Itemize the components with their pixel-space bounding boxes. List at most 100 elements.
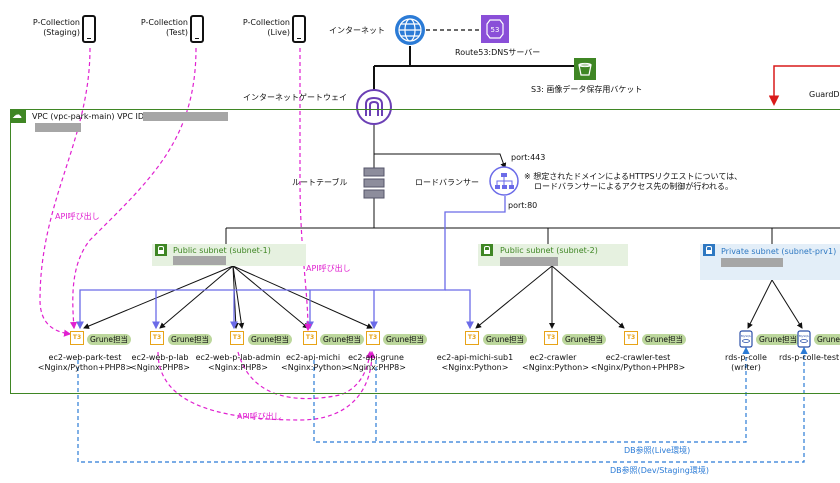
route-table-icon: [363, 167, 385, 199]
ec2-chip-icon: T3: [624, 331, 638, 345]
ec2-name: ec2-api-michi: [285, 353, 341, 362]
ec2-stack: <Nginx:PHP8>: [130, 363, 190, 372]
client-name: P-Collection: [242, 18, 290, 27]
grune-badge: Grune担当: [562, 334, 607, 345]
grune-badge: Grune担当: [248, 334, 293, 345]
client-name: P-Collection: [140, 18, 188, 27]
client-name: P-Collection: [32, 18, 80, 27]
client-live-label: P-Collection (Live): [238, 18, 290, 38]
subnet2-id-redacted: [500, 257, 558, 266]
port443-label: port:443: [511, 153, 546, 162]
rds-name: rds-p-colle: [725, 353, 767, 362]
subnet1-id-redacted: [173, 256, 226, 265]
lock-icon: [155, 244, 167, 256]
globe-icon: [395, 15, 425, 45]
ec2-chip-icon: T3: [366, 331, 380, 345]
guard-label: GuardD: [809, 90, 840, 99]
vpc-id-redacted: [143, 112, 228, 121]
igw-label: インターネットゲートウェイ: [243, 93, 347, 102]
ec2-stack: <Nginx/Python+PHP8>: [37, 363, 133, 372]
s3-label: S3: 画像データ保存用バケット: [531, 85, 643, 94]
ec2-name: ec2-crawler: [529, 353, 577, 362]
ec2-name: ec2-api-grune: [348, 353, 404, 362]
client-env: (Live): [267, 28, 290, 37]
ec2-label: ec2-crawler <Nginx:Python>: [522, 353, 589, 373]
lb-label: ロードバランサー: [415, 178, 479, 187]
ec2-label: ec2-crawler-test <Nginx/Python+PHP8>: [588, 353, 688, 373]
rds-sub: (writer): [731, 363, 761, 372]
rds-label: rds-p-colle-test: [779, 353, 839, 363]
rds-icon-text: MySQL: [799, 334, 810, 338]
ec2-name: ec2-web-park-test: [48, 353, 122, 362]
vpc-id-redacted-2: [35, 123, 81, 132]
ec2-label: ec2-api-michi <Nginx:Python>: [281, 353, 348, 373]
api-call-label: API呼び出し: [237, 412, 282, 421]
ec2-label: ec2-api-michi-sub1 <Nginx:Python>: [434, 353, 516, 373]
ec2-name: ec2-web-p-lab-admin: [195, 353, 281, 362]
ec2-name: ec2-web-p-lab: [131, 353, 189, 362]
internet-gateway-icon: [356, 89, 392, 125]
lock-icon: [703, 244, 715, 256]
ec2-stack: <Nginx:PHP8>: [208, 363, 268, 372]
phone-icon: [82, 15, 96, 43]
rds-icon-text: MySQL: [741, 334, 752, 338]
subnet2-label: Public subnet (subnet-2): [500, 246, 598, 255]
ec2-chip-icon: T3: [303, 331, 317, 345]
grune-badge: Grune担当: [483, 334, 528, 345]
ec2-chip-icon: T3: [70, 331, 84, 345]
ec2-chip-icon: T3: [230, 331, 244, 345]
guard-link: [768, 65, 840, 106]
phone-icon: [190, 15, 204, 43]
ec2-name: ec2-api-michi-sub1: [436, 353, 514, 362]
vpc-cloud-icon: [10, 109, 26, 123]
ec2-label: ec2-api-grune <Nginx:PHP8>: [346, 353, 406, 373]
client-test-label: P-Collection (Test): [136, 18, 188, 38]
db-reference-lines: [77, 346, 808, 463]
api-call-label: API呼び出し: [306, 264, 351, 273]
subnet3-id-redacted: [721, 258, 783, 267]
subnet3-fanout: [747, 279, 803, 329]
port80-label: port:80: [508, 201, 538, 210]
db-dev-label: DB参照(Dev/Staging環境): [610, 466, 709, 475]
igw-to-lb-line: [374, 153, 507, 169]
ec2-stack: <Nginx:PHP8>: [346, 363, 406, 372]
grune-badge: Grune担当: [87, 334, 132, 345]
grune-badge: Grune担当: [320, 334, 365, 345]
ec2-stack: <Nginx:Python>: [281, 363, 348, 372]
ec2-stack: <Nginx/Python+PHP8>: [590, 363, 686, 372]
client-env: (Staging): [43, 28, 80, 37]
client-staging-label: P-Collection (Staging): [28, 18, 80, 38]
lb-note-line1: ※ 想定されたドメインによるHTTPSリクエストについては、: [524, 172, 743, 181]
grune-badge: Grune担当: [642, 334, 687, 345]
grune-badge: Grune担当: [383, 334, 428, 345]
s3-bucket-icon: [574, 58, 596, 80]
subnet1-fanout: [83, 265, 373, 329]
svg-text:53: 53: [491, 26, 500, 34]
rds-name: rds-p-colle-test: [779, 353, 840, 362]
route53-label: Route53:DNSサーバー: [455, 48, 541, 57]
ec2-chip-icon: T3: [544, 331, 558, 345]
lb-routing: [76, 196, 506, 330]
ec2-stack: <Nginx:Python>: [441, 363, 509, 372]
db-live-label: DB参照(Live環境): [624, 446, 691, 455]
lb-note-line2: ロードバランサーによるアクセス先の制御が行われる。: [534, 182, 733, 191]
load-balancer-icon: [489, 166, 519, 196]
ec2-chip-icon: T3: [465, 331, 479, 345]
vpc-label: VPC (vpc-park-main) VPC ID:: [32, 112, 147, 121]
rds-label: rds-p-colle (writer): [716, 353, 776, 373]
lock-icon: [481, 244, 493, 256]
client-env: (Test): [166, 28, 188, 37]
grune-badge: Grune担当: [168, 334, 213, 345]
grune-badge: Grune担当: [814, 334, 840, 345]
subnet2-fanout: [475, 265, 625, 329]
grune-badge: Grune担当: [756, 334, 801, 345]
subnet1-label: Public subnet (subnet-1): [173, 246, 271, 255]
ec2-stack: <Nginx:Python>: [522, 363, 589, 372]
api-call-label: API呼び出し: [55, 212, 100, 221]
ec2-name: ec2-crawler-test: [605, 353, 671, 362]
internet-label: インターネット: [329, 26, 385, 35]
database-icon: MySQL: [797, 330, 811, 348]
ec2-label: ec2-web-p-lab <Nginx:PHP8>: [125, 353, 195, 373]
route-table-label: ルートテーブル: [292, 178, 348, 187]
